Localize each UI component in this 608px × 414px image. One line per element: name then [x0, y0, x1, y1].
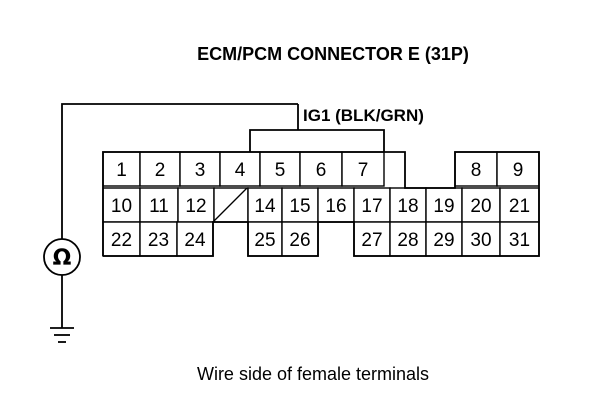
- terminal-26-label: 26: [289, 230, 310, 251]
- terminal-10-label: 10: [111, 196, 132, 217]
- terminal-23-label: 23: [148, 230, 169, 251]
- terminal-21-label: 21: [509, 196, 530, 217]
- terminal-6-label: 6: [316, 160, 327, 181]
- terminal-7-label: 7: [358, 160, 369, 181]
- terminal-19-label: 19: [433, 196, 454, 217]
- terminal-4-label: 4: [235, 160, 246, 181]
- ohm-symbol: Ω: [53, 246, 72, 271]
- terminal-25-label: 25: [254, 230, 275, 251]
- terminal-13-cell: [213, 187, 249, 223]
- terminal-7-cell: [341, 151, 385, 187]
- terminal-31-label: 31: [509, 230, 530, 251]
- terminal-12-label: 12: [185, 196, 206, 217]
- terminal-5-label: 5: [275, 160, 286, 181]
- terminal-14-label: 14: [254, 196, 276, 217]
- terminal-18-label: 18: [397, 196, 418, 217]
- diagram-caption: Wire side of female terminals: [197, 364, 429, 384]
- terminal-22-label: 22: [111, 230, 132, 251]
- terminal-1-cell: [102, 151, 141, 187]
- terminal-29-label: 29: [433, 230, 454, 251]
- terminal-24-label: 24: [184, 230, 206, 251]
- terminal-28-cell: [389, 221, 427, 257]
- terminal-11-cell: [139, 187, 179, 223]
- terminal-9-label: 9: [513, 160, 524, 181]
- terminal-27-cell: [353, 221, 391, 257]
- terminal-15-label: 15: [289, 196, 310, 217]
- terminal-27-label: 27: [361, 230, 382, 251]
- diagram-title: ECM/PCM CONNECTOR E (31P): [197, 44, 469, 64]
- terminal-3-cell: [179, 151, 221, 187]
- terminal-11-label: 11: [149, 196, 169, 217]
- connector-housing-outline: [102, 151, 540, 257]
- ohmmeter-icon: Ω: [43, 238, 81, 276]
- ohmmeter-lead-wire: [61, 103, 298, 328]
- terminal-2-label: 2: [155, 160, 166, 181]
- ground-icon: [50, 327, 74, 343]
- blank-terminal-13: [212, 187, 248, 223]
- terminal-28-label: 28: [397, 230, 418, 251]
- wire-label: IG1 (BLK/GRN): [303, 106, 424, 125]
- terminal-16-label: 16: [325, 196, 346, 217]
- terminal-18-cell: [389, 187, 427, 223]
- terminal-8-label: 8: [471, 160, 482, 181]
- terminal-3-label: 3: [195, 160, 206, 181]
- terminal-1-label: 1: [116, 160, 127, 181]
- terminal-30-label: 30: [470, 230, 491, 251]
- terminal-17-label: 17: [361, 196, 382, 217]
- terminal-24-cell: [176, 221, 214, 257]
- terminal-20-label: 20: [470, 196, 491, 217]
- terminal-19-cell: [425, 187, 463, 223]
- ig1-probe-wire: [249, 104, 385, 152]
